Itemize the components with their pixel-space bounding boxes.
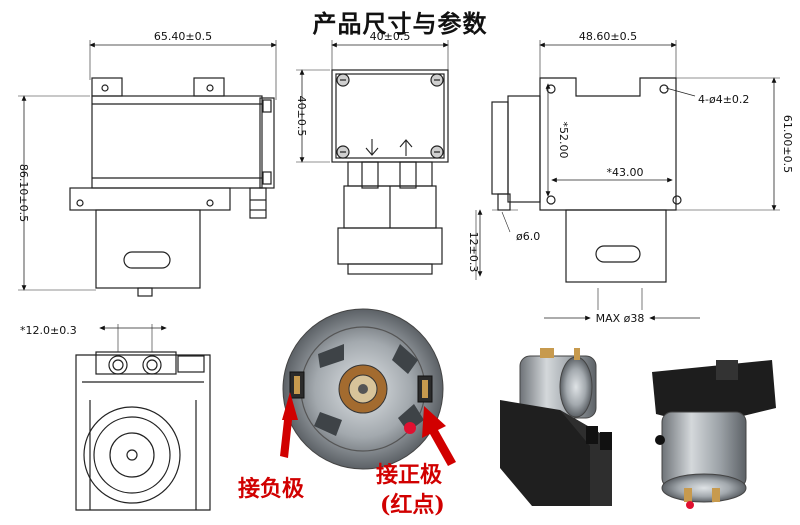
dim-motor-max: MAX ø38 — [596, 312, 645, 325]
positive-terminal-note: (红点) — [380, 492, 445, 518]
dim-side-width: 65.40±0.5 — [154, 30, 212, 43]
dim-port-spacing: *12.0±0.3 — [20, 324, 77, 337]
dim-rear-vertical: *52.00 — [557, 122, 570, 159]
pump-photo-left — [500, 348, 612, 506]
dim-port-length: 12±0.3 — [467, 232, 480, 273]
rear-view — [475, 40, 780, 321]
positive-red-dot — [404, 422, 416, 434]
positive-terminal-label: 接正极 — [376, 462, 443, 488]
dim-rear-hole: 4-ø4±0.2 — [698, 93, 749, 106]
positive-terminal-arrow — [422, 406, 456, 466]
motor-end-photo — [282, 308, 444, 470]
page-title: 产品尺寸与参数 — [312, 9, 488, 38]
dim-rear-width: 48.60±0.5 — [579, 30, 637, 43]
dim-rear-height: 61.00±0.5 — [781, 115, 794, 173]
pump-photo-right — [652, 360, 776, 509]
front-view — [296, 40, 449, 275]
dim-front-height: 40±0.5 — [295, 96, 308, 137]
arrow-down-icon — [365, 139, 379, 156]
arrow-up-icon — [399, 139, 413, 156]
dim-rear-horizontal: *43.00 — [607, 166, 644, 179]
bottom-view — [75, 324, 211, 511]
dim-port-diameter: ø6.0 — [516, 230, 540, 243]
dim-front-width: 40±0.5 — [370, 30, 411, 43]
negative-terminal-arrow — [280, 392, 298, 458]
side-view — [18, 40, 277, 297]
dim-side-height: 86.10±0.5 — [17, 164, 30, 222]
negative-terminal-label: 接负极 — [238, 476, 305, 502]
